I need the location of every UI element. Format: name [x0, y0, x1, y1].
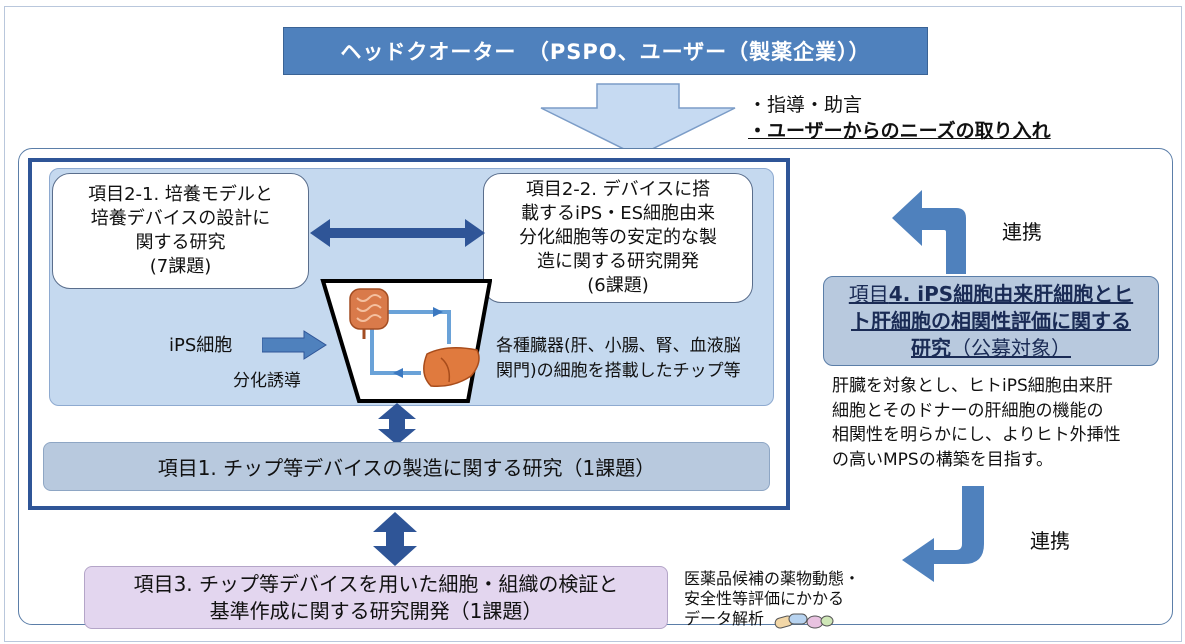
item-2-2-line: 項目2-2. デバイスに搭 — [525, 179, 711, 200]
item-4-title: 4. iPS細胞由来肝細胞とヒ — [888, 281, 1134, 306]
analysis-line: 安全性等評価にかかる — [684, 589, 845, 608]
description-line: 細胞とそのドナーの肝細胞の機能の — [832, 400, 1104, 421]
curved-down-arrow-icon — [902, 486, 984, 582]
item-2-1-card: 項目2-1. 培養モデルと 培養デバイスの設計に 関する研究 (7課題) — [52, 173, 309, 289]
double-arrow-icon — [310, 219, 485, 247]
item-2-2-line: 造に関する研究開発 — [537, 251, 699, 272]
ips-arrow-icon — [262, 330, 327, 360]
description-line: 肝臓を対象とし、ヒトiPS細胞由来肝 — [832, 376, 1113, 396]
pills-icon — [774, 613, 834, 629]
item-3-line: 項目3. チップ等デバイスを用いた細胞・組織の検証と — [133, 571, 619, 596]
vertical-double-arrow-icon — [378, 403, 416, 445]
item-1-box: 項目1. チップ等デバイスの製造に関する研究（1課題） — [43, 442, 770, 491]
induction-label: 分化誘導 — [233, 371, 301, 391]
analysis-line: 医薬品候補の薬物動態・ — [684, 569, 861, 588]
item-4-open-call: （公募対象） — [951, 335, 1071, 360]
organ-chip-caption: 関門)の細胞を搭載したチップ等 — [496, 361, 741, 381]
item-4-title: 研究 — [911, 335, 951, 360]
vertical-double-arrow-icon — [373, 512, 417, 566]
item-2-1-line: 項目2-1. 培養モデルと — [88, 184, 273, 205]
analysis-line: データ解析 — [684, 609, 765, 628]
item-2-1-line: 関する研究 — [135, 232, 226, 253]
needs-note: ・ユーザーからのニーズの取り入れ — [748, 120, 1051, 142]
organ-chip-caption: 各種臓器(肝、小腸、腎、血液脳 — [496, 336, 741, 356]
item-4-prefix: 項目 — [848, 281, 889, 306]
guidance-note: ・指導・助言 — [748, 94, 863, 116]
down-arrow-icon — [540, 83, 736, 157]
item-4-title: ト肝細胞の相関性評価に関する — [851, 308, 1131, 333]
item-3-box: 項目3. チップ等デバイスを用いた細胞・組織の検証と 基準作成に関する研究開発（… — [84, 566, 668, 629]
intestine-icon — [349, 288, 389, 339]
description-line: の高いMPSの構築を目指す。 — [832, 449, 1054, 470]
item-4-description: 肝臓を対象とし、ヒトiPS細胞由来肝 細胞とそのドナーの肝細胞の機能の 相関性を… — [832, 374, 1162, 472]
drug-analysis-note: 医薬品候補の薬物動態・ 安全性等評価にかかる データ解析 — [684, 569, 894, 629]
item-2-2-line: 載するiPS・ES細胞由来 — [520, 203, 716, 224]
item-3-line: 基準作成に関する研究開発（1課題） — [209, 598, 543, 623]
item-2-1-line: 培養デバイスの設計に — [90, 208, 271, 229]
item-4-box: 項目4. iPS細胞由来肝細胞とヒ ト肝細胞の相関性評価に関する 研究（公募対象… — [823, 276, 1159, 366]
item-2-2-line: 分化細胞等の安定的な製 — [519, 227, 717, 248]
curved-up-arrow-icon — [892, 190, 966, 274]
item-2-1-line: (7課題) — [149, 256, 212, 277]
liver-icon — [423, 347, 480, 388]
description-line: 相関性を明らかにし、よりヒト外挿性 — [832, 425, 1121, 445]
organ-chip-icon — [320, 279, 492, 403]
ips-label: iPS細胞 — [169, 335, 233, 356]
cooperation-label: 連携 — [1002, 220, 1042, 244]
item-2-2-line: (6課題) — [587, 275, 649, 296]
item-2-2-card: 項目2-2. デバイスに搭 載するiPS・ES細胞由来 分化細胞等の安定的な製 … — [483, 173, 753, 303]
headquarter-box: ヘッドクオーター （PSPO、ユーザー（製薬企業）） — [283, 27, 928, 75]
cooperation-label: 連携 — [1030, 529, 1070, 553]
